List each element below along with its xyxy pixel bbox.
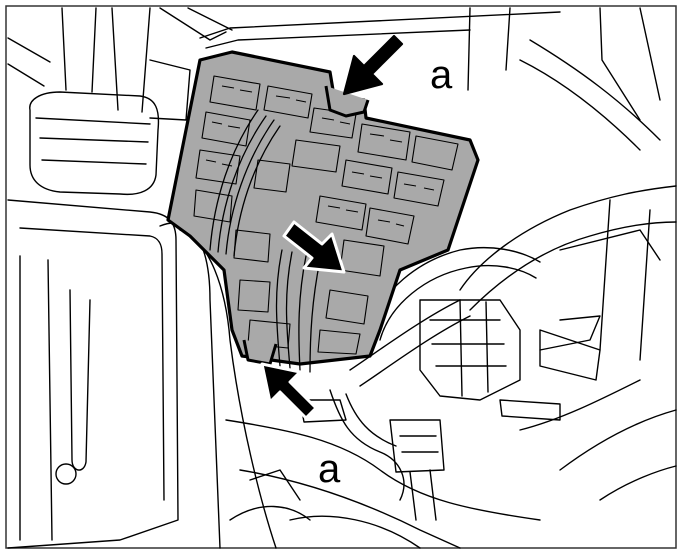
- arrow-middle: [282, 220, 346, 274]
- arrows: [260, 34, 404, 420]
- callout-label-a-bottom: a: [318, 447, 341, 491]
- arrow-bottom: [260, 362, 318, 420]
- junction-block-panel: [166, 50, 480, 373]
- callout-label-a-top: a: [430, 53, 453, 97]
- arrow-top: [342, 34, 404, 96]
